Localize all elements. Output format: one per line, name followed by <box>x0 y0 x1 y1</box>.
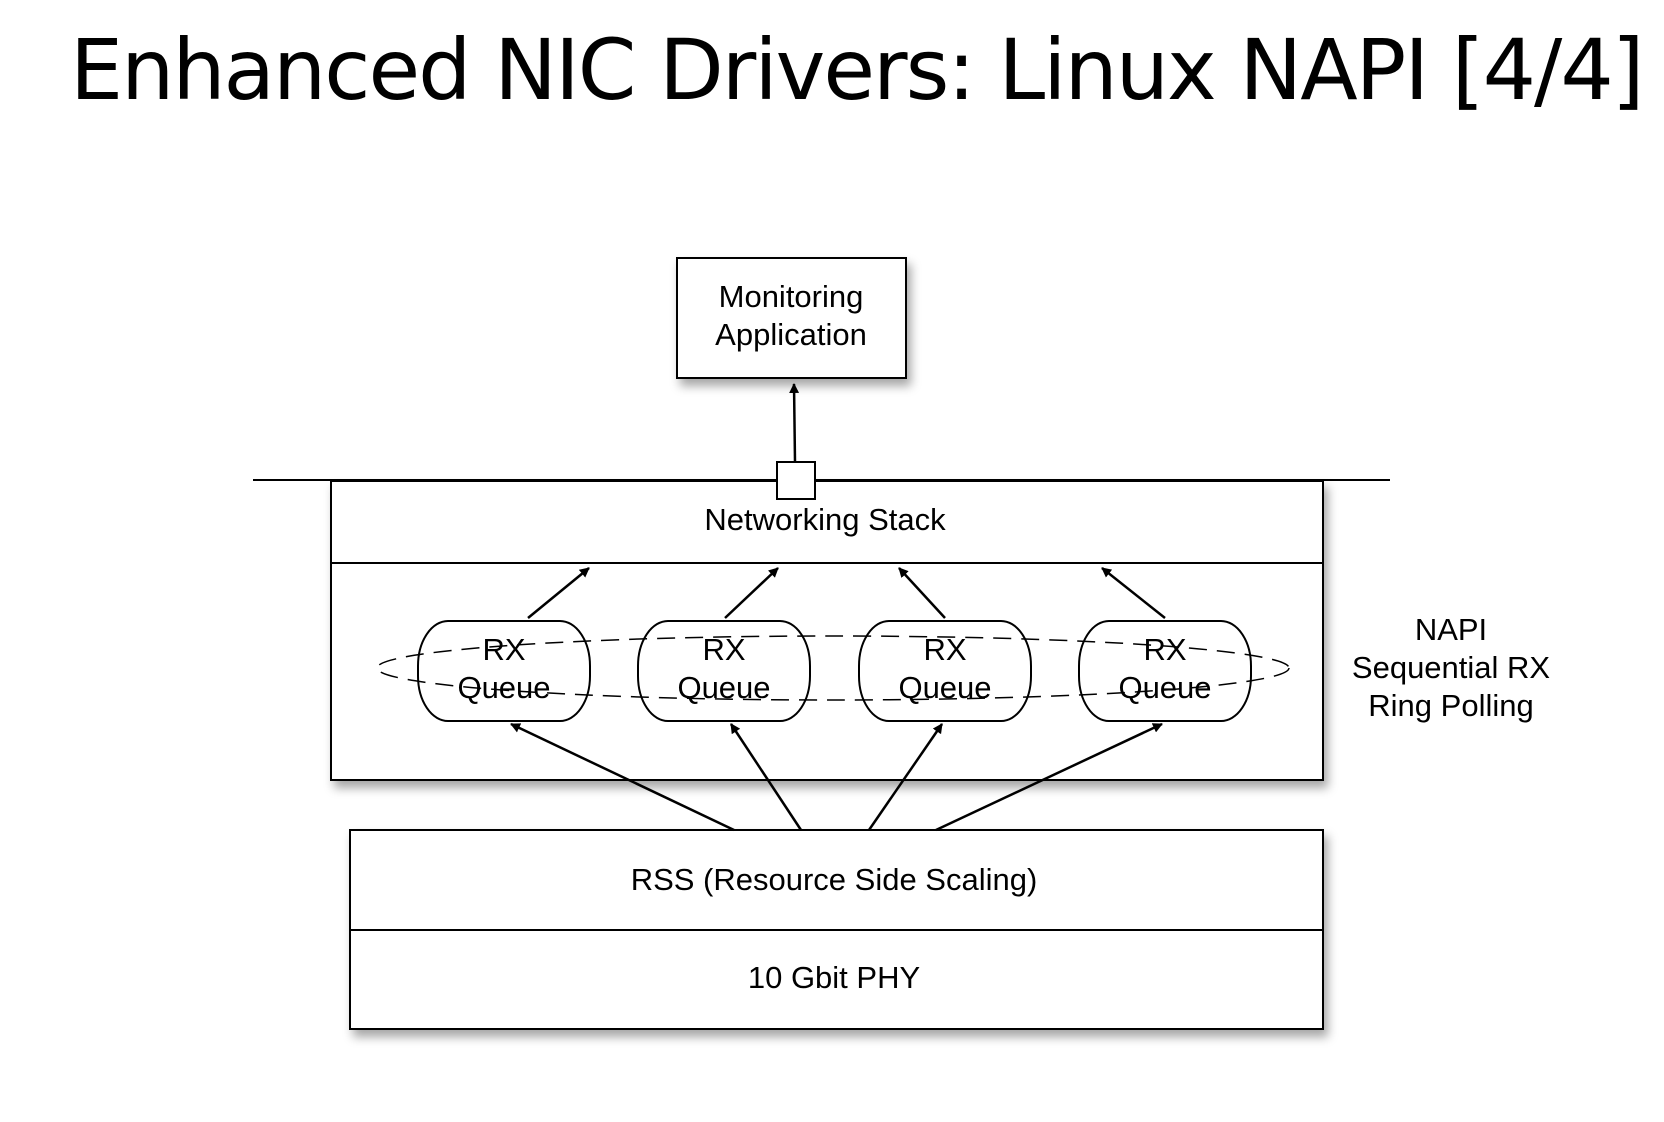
napi-label-line2: Sequential RX <box>1352 650 1551 685</box>
phy-label: 10 Gbit PHY <box>748 960 920 995</box>
arrow-stack-to-application <box>789 383 800 463</box>
arrow-queue-1-to-stack <box>527 567 590 619</box>
rx-queue-1: RX Queue <box>417 620 591 722</box>
rss-label: RSS (Resource Side Scaling) <box>631 862 1038 897</box>
rx-queue-1-label-line1: RX <box>482 632 525 667</box>
nic-block: RSS (Resource Side Scaling) 10 Gbit PHY <box>349 829 1324 1030</box>
arrow-rss-to-queue-1 <box>510 722 735 832</box>
arrow-rss-to-queue-3 <box>867 723 944 831</box>
arrow-queue-4-to-stack <box>1101 567 1166 619</box>
arrow-rss-to-queue-4 <box>935 722 1163 832</box>
monitoring-application-label-line2: Application <box>715 317 867 352</box>
rx-queue-2-label-line1: RX <box>702 632 745 667</box>
monitoring-application-box: Monitoring Application <box>676 257 907 379</box>
networking-stack-label: Networking Stack <box>704 502 946 537</box>
monitoring-application-label-line1: Monitoring <box>719 279 864 314</box>
arrow-rss-to-queue-2 <box>729 723 803 831</box>
rx-queue-3: RX Queue <box>858 620 1032 722</box>
napi-label-line1: NAPI <box>1415 612 1487 647</box>
rx-queue-3-label-line1: RX <box>923 632 966 667</box>
rx-queue-4-label-line1: RX <box>1143 632 1186 667</box>
rx-queue-4: RX Queue <box>1078 620 1252 722</box>
arrow-queue-2-to-stack <box>724 567 779 619</box>
arrow-queue-3-to-stack <box>898 567 946 619</box>
napi-label-line3: Ring Polling <box>1368 688 1533 723</box>
slide-title: Enhanced NIC Drivers: Linux NAPI [4/4] <box>70 21 1645 119</box>
napi-polling-ring <box>376 635 1290 701</box>
napi-label: NAPI Sequential RX Ring Polling <box>1352 612 1551 723</box>
stack-port-square <box>776 461 816 500</box>
